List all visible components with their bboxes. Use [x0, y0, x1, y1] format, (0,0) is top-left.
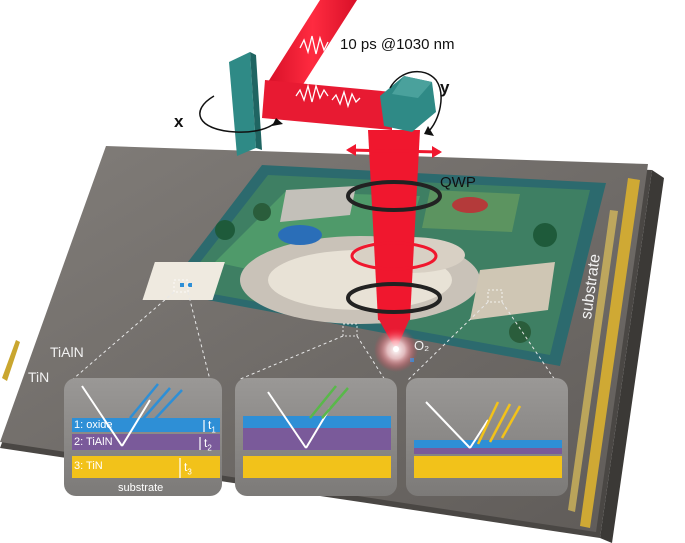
inset-panel-1 [64, 378, 222, 496]
tialn-layer [72, 434, 220, 450]
tin-layer [72, 456, 220, 478]
x-axis-label: x [174, 112, 184, 131]
tialn-layer-label: 2: TiAlN [74, 436, 113, 448]
thickness-t1: t1 [208, 418, 216, 435]
zoom-markers [173, 279, 503, 337]
thickness-t2: t2 [204, 436, 212, 453]
linear-polarization-arrow [346, 144, 442, 158]
qwp-ring-lower [346, 282, 442, 314]
oxide-layer [72, 418, 220, 432]
pulse-wave-top [295, 35, 361, 109]
projection-lines [71, 291, 556, 381]
gold-edge-right [580, 178, 640, 528]
rotation-arrow-y [389, 70, 442, 136]
mirror-y [380, 76, 436, 132]
laser-pulse-label: 10 ps @1030 nm [340, 36, 455, 53]
rotation-arrow-x [199, 95, 283, 133]
circular-polarization-ring [350, 241, 438, 271]
substrate-label: substrate [118, 482, 164, 494]
y-axis-label: y [440, 78, 450, 97]
tin-layer-label: 3: TiN [74, 460, 103, 472]
oxygen-label: O₂ [414, 338, 430, 353]
oxide-layer-label: 1: oxide [74, 419, 113, 431]
mirror-x [229, 52, 262, 156]
thickness-t3: t3 [184, 460, 192, 477]
tialn-label: TiAlN [50, 344, 84, 360]
qwp-label: QWP [440, 174, 476, 191]
tin-edge-left [2, 340, 20, 381]
structured-image [142, 165, 606, 366]
laser-beam [262, 0, 420, 372]
tin-label: TiN [28, 369, 50, 385]
inset-panel-2 [235, 378, 397, 496]
inset-panel-3 [406, 378, 568, 496]
qwp-ring-upper [346, 180, 442, 212]
